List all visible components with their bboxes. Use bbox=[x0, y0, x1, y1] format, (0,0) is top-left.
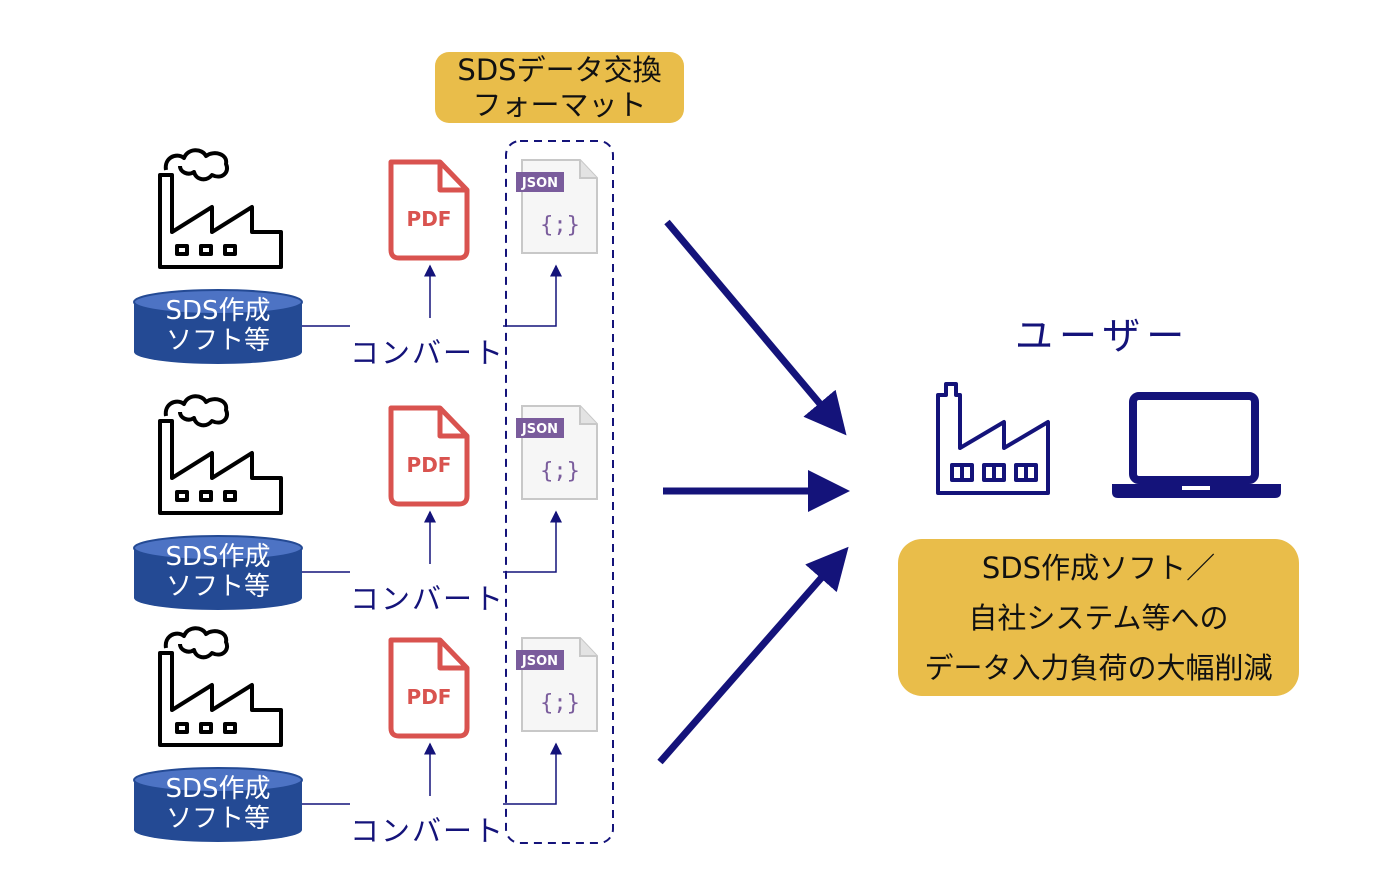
benefit-label-line-2: 自社システム等への bbox=[968, 600, 1229, 635]
benefit-label-line-3: データ入力負荷の大幅削減 bbox=[924, 650, 1273, 685]
json-file-icon: JSON {;} bbox=[516, 159, 598, 254]
factory-icon bbox=[158, 626, 283, 747]
database-label-line-1: SDS作成 bbox=[165, 774, 271, 804]
json-glyph: {;} bbox=[540, 691, 580, 716]
pdf-label: PDF bbox=[407, 453, 452, 477]
pdf-file-icon: PDF bbox=[388, 637, 470, 739]
pdf-file-icon: PDF bbox=[388, 159, 470, 261]
database-label: SDS作成 ソフト等 bbox=[134, 774, 302, 834]
arrow-to-user-top bbox=[664, 219, 847, 436]
database-label: SDS作成 ソフト等 bbox=[134, 296, 302, 356]
arrow-to-user-bottom bbox=[657, 546, 849, 765]
database-label-line-1: SDS作成 bbox=[165, 296, 271, 326]
converter-label: コンバート bbox=[350, 336, 506, 370]
json-format-group-outline bbox=[505, 140, 614, 844]
json-file-icon: JSON {;} bbox=[516, 637, 598, 732]
database-label-line-2: ソフト等 bbox=[165, 326, 270, 356]
pdf-label: PDF bbox=[407, 685, 452, 709]
database-label-line-1: SDS作成 bbox=[165, 542, 271, 572]
database-label-line-2: ソフト等 bbox=[165, 804, 270, 834]
source-row-1: PDF JSON {;} bbox=[133, 148, 598, 364]
database-icon bbox=[133, 535, 303, 610]
database-icon bbox=[133, 767, 303, 842]
data-exchange-format-label: SDSデータ交換 フォーマット bbox=[435, 52, 684, 123]
json-badge: JSON bbox=[521, 654, 558, 669]
database-label-line-2: ソフト等 bbox=[165, 572, 270, 602]
json-glyph: {;} bbox=[540, 213, 580, 238]
json-file-icon: JSON {;} bbox=[516, 405, 598, 500]
json-badge: JSON bbox=[521, 422, 558, 437]
user-label: ユーザー bbox=[1015, 314, 1191, 358]
format-label-line-2: フォーマット bbox=[472, 87, 647, 122]
source-row-3: PDF JSON {;} bbox=[133, 626, 598, 842]
pdf-label: PDF bbox=[407, 207, 452, 231]
json-glyph: {;} bbox=[540, 459, 580, 484]
factory-icon bbox=[158, 394, 283, 515]
user-factory-icon bbox=[936, 382, 1050, 495]
converter-label: コンバート bbox=[350, 582, 506, 616]
pdf-file-icon: PDF bbox=[388, 405, 470, 507]
source-row-2: PDF JSON {;} bbox=[133, 394, 598, 610]
database-icon bbox=[133, 289, 303, 364]
benefit-label: SDS作成ソフト／ 自社システム等への データ入力負荷の大幅削減 bbox=[898, 539, 1299, 696]
factory-icon bbox=[158, 148, 283, 269]
converter-label: コンバート bbox=[350, 814, 506, 848]
laptop-icon bbox=[1112, 392, 1281, 498]
database-label: SDS作成 ソフト等 bbox=[134, 542, 302, 602]
format-label-line-1: SDSデータ交換 bbox=[457, 52, 662, 87]
json-badge: JSON bbox=[521, 176, 558, 191]
benefit-label-line-1: SDS作成ソフト／ bbox=[981, 550, 1216, 585]
